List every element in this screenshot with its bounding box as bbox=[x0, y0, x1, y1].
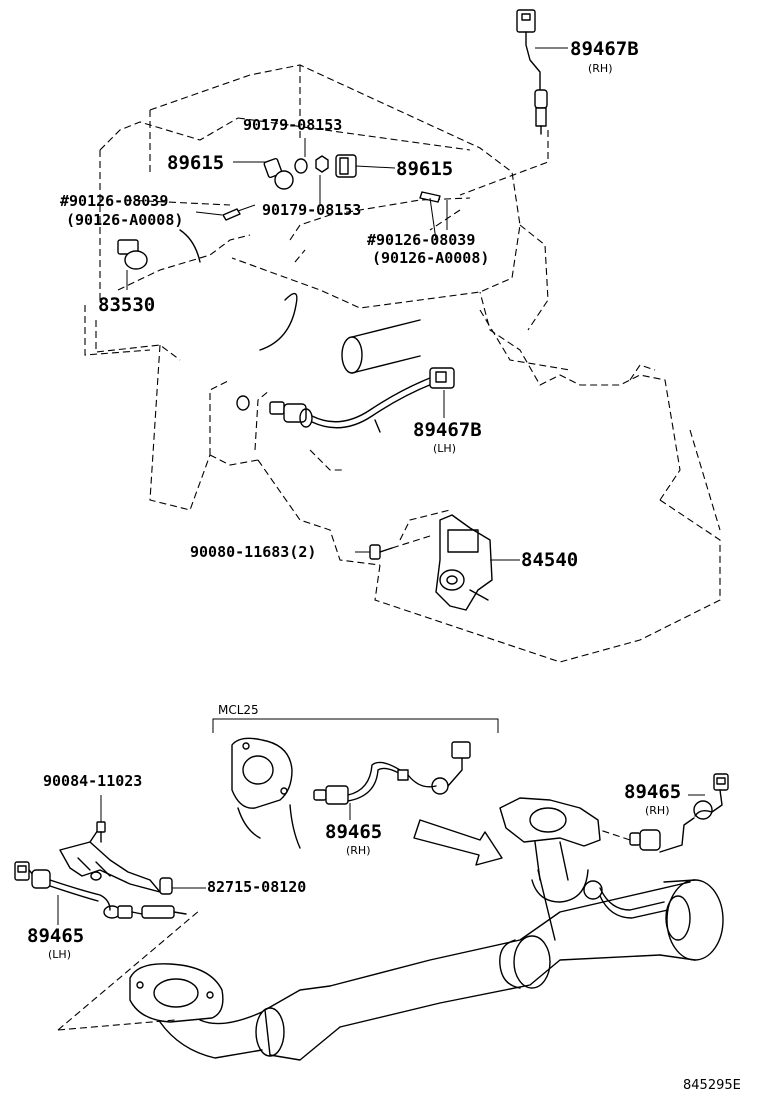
label-89465-lh-side: (LH) bbox=[48, 948, 71, 961]
label-89467b-rh-side: (RH) bbox=[588, 62, 613, 75]
oxygen-sensor-89465-lh[interactable] bbox=[14, 861, 187, 925]
label-83530: 83530 bbox=[98, 294, 156, 316]
bolt-90126-right[interactable] bbox=[419, 191, 448, 241]
label-90179-08153-top: 90179-08153 bbox=[243, 116, 343, 134]
label-90179-08153-bottom: 90179-08153 bbox=[262, 201, 362, 219]
label-82715-08120: 82715-08120 bbox=[207, 878, 307, 896]
oxygen-sensor-89467b-rh[interactable] bbox=[459, 9, 568, 196]
label-90126-a0008-left: (90126-A0008) bbox=[66, 211, 184, 229]
engine-outline bbox=[84, 64, 721, 663]
neutral-start-switch-84540[interactable] bbox=[435, 514, 520, 611]
oxygen-sensor-89465-rh[interactable] bbox=[599, 773, 729, 853]
exhaust-flange-mcl25 bbox=[231, 737, 301, 849]
knock-sensor-89615-left[interactable] bbox=[233, 138, 308, 190]
mcl25-bracket bbox=[212, 718, 499, 733]
label-84540: 84540 bbox=[521, 549, 579, 571]
label-89465-rh: 89465 bbox=[624, 781, 682, 803]
label-89467b-lh: 89467B bbox=[413, 419, 482, 441]
bolt-90080[interactable] bbox=[355, 535, 431, 560]
label-90084-11023: 90084-11023 bbox=[43, 772, 143, 790]
label-89615-right: 89615 bbox=[396, 158, 454, 180]
label-89465-mcl25: 89465 bbox=[325, 821, 383, 843]
label-90126-a0008-right: (90126-A0008) bbox=[372, 249, 490, 267]
label-89615-left: 89615 bbox=[167, 152, 225, 174]
oxygen-sensor-89467b-lh[interactable] bbox=[269, 367, 455, 433]
label-89465-rh-side: (RH) bbox=[645, 804, 670, 817]
section-label-mcl25: MCL25 bbox=[218, 703, 259, 717]
diagram-reference-number: 845295E bbox=[683, 1078, 741, 1093]
label-90080-11683: 90080-11683(2) bbox=[190, 543, 317, 561]
label-90126-08039-left: #90126-08039 bbox=[60, 192, 169, 210]
label-89465-mcl25-side: (RH) bbox=[346, 844, 371, 857]
sensor-83530[interactable] bbox=[117, 239, 148, 290]
knock-sensor-89615-right[interactable] bbox=[315, 154, 396, 204]
bolt-90126-left[interactable] bbox=[195, 204, 256, 221]
label-90126-08039-right: #90126-08039 bbox=[367, 231, 476, 249]
exhaust-manifold bbox=[179, 229, 421, 411]
exhaust-pipe bbox=[57, 797, 724, 1061]
bolt-90084[interactable] bbox=[96, 795, 106, 843]
oxygen-sensor-89465-mid[interactable] bbox=[313, 741, 471, 820]
direction-arrow bbox=[413, 819, 503, 866]
label-89467b-lh-side: (LH) bbox=[433, 442, 456, 455]
bracket-82715[interactable] bbox=[59, 829, 206, 895]
label-89465-lh: 89465 bbox=[27, 925, 85, 947]
label-89467b-rh: 89467B bbox=[570, 38, 639, 60]
